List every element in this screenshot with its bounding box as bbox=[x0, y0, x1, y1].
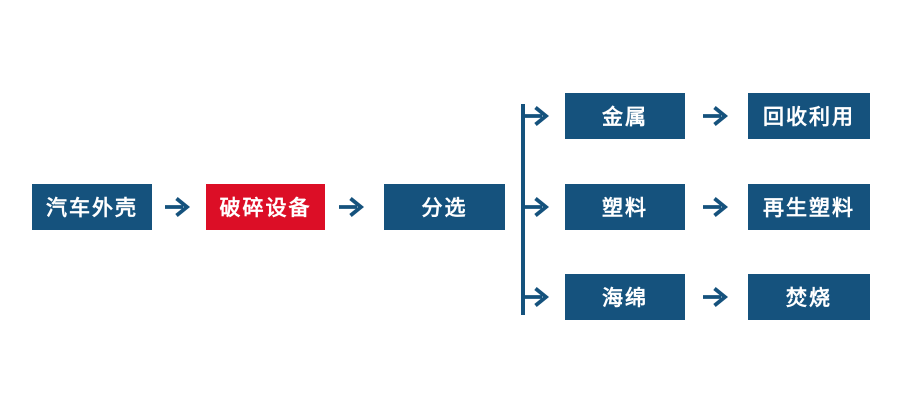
node-crushing-equipment: 破碎设备 bbox=[206, 184, 325, 230]
node-recycling: 回收利用 bbox=[748, 93, 870, 139]
arrow-right-icon bbox=[164, 195, 194, 219]
node-sponge: 海绵 bbox=[565, 274, 685, 320]
branch-connector-line bbox=[521, 104, 525, 315]
arrow-right-icon bbox=[523, 195, 553, 219]
arrow-right-icon bbox=[523, 104, 553, 128]
arrow-right-icon bbox=[702, 104, 732, 128]
arrow-right-icon bbox=[523, 285, 553, 309]
node-sorting: 分选 bbox=[384, 184, 505, 230]
node-plastic: 塑料 bbox=[565, 184, 685, 230]
arrow-right-icon bbox=[702, 195, 732, 219]
node-car-shell: 汽车外壳 bbox=[32, 184, 152, 230]
node-recycled-plastic: 再生塑料 bbox=[748, 184, 870, 230]
arrow-right-icon bbox=[702, 285, 732, 309]
node-incineration: 焚烧 bbox=[748, 274, 870, 320]
arrow-right-icon bbox=[338, 195, 368, 219]
node-metal: 金属 bbox=[565, 93, 685, 139]
